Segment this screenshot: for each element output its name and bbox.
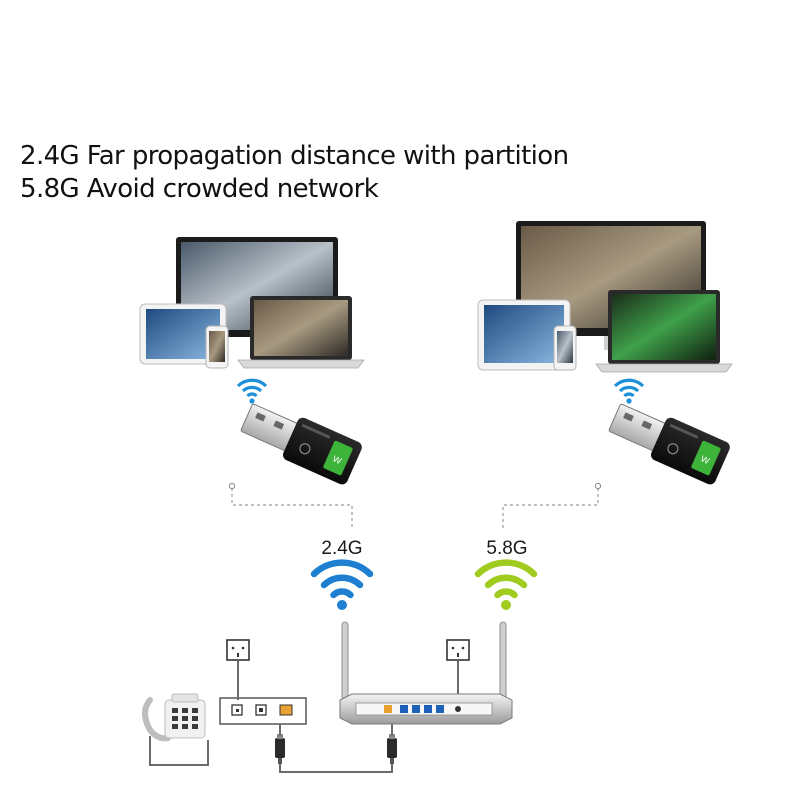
usb-wifi-dongle-icon xyxy=(604,395,733,487)
wifi-signal-icon xyxy=(236,378,268,406)
left-device-group xyxy=(139,237,365,369)
wifi-2-4g-icon xyxy=(314,563,370,610)
power-socket-icon xyxy=(446,639,470,661)
dashed-link-right xyxy=(502,488,599,528)
router-icon xyxy=(339,621,513,725)
wifi-5-8g-icon xyxy=(478,563,534,610)
band-label-5-8g: 5.8G xyxy=(486,538,527,559)
ethernet-plug-icon xyxy=(275,734,285,764)
dashed-link-left xyxy=(231,488,353,528)
headline-line-1: 2.4G Far propagation distance with parti… xyxy=(20,141,569,171)
band-label-2-4g: 2.4G xyxy=(321,538,362,559)
headline-line-2: 5.8G Avoid crowded network xyxy=(20,174,379,204)
ethernet-plug-icon xyxy=(387,734,397,764)
power-socket-icon xyxy=(226,639,250,661)
usb-wifi-dongle-icon xyxy=(236,395,365,487)
telephone-icon xyxy=(142,693,206,742)
modem-icon xyxy=(219,697,307,725)
headline: 2.4G Far propagation distance with parti… xyxy=(20,140,780,206)
wifi-signal-icon xyxy=(613,378,645,406)
right-device-group xyxy=(477,221,733,373)
